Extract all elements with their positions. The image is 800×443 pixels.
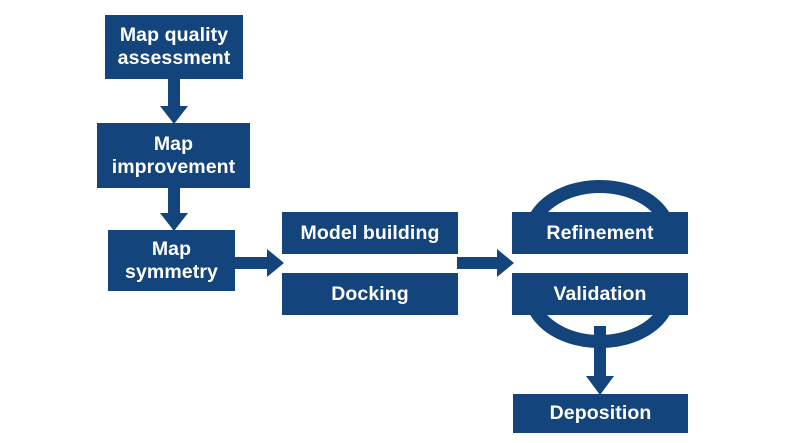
- node-map-quality-assessment[interactable]: Map quality assessment: [105, 15, 243, 79]
- node-refinement[interactable]: Refinement: [512, 212, 688, 254]
- node-validation-label: Validation: [553, 282, 647, 305]
- node-validation[interactable]: Validation: [512, 273, 688, 315]
- node-map-symmetry-line1: Map: [151, 237, 192, 260]
- arrow-validation-to-deposition: [586, 326, 614, 395]
- node-map-improvement-line2: improvement: [111, 155, 236, 178]
- node-map-quality-line1: Map quality: [119, 24, 229, 46]
- node-refinement-label: Refinement: [546, 221, 654, 244]
- node-map-symmetry-line2: symmetry: [125, 260, 218, 283]
- node-map-improvement-line1: Map: [153, 132, 194, 155]
- node-docking-label: Docking: [331, 282, 409, 305]
- arrow-model-building-to-refinement: [457, 249, 514, 277]
- node-model-building[interactable]: Model building: [282, 212, 458, 254]
- node-docking[interactable]: Docking: [282, 273, 458, 315]
- arrow-map-improvement-to-map-symmetry: [160, 187, 188, 231]
- node-map-symmetry[interactable]: Map symmetry: [108, 230, 235, 291]
- node-map-quality-line2: assessment: [117, 47, 231, 69]
- node-deposition-label: Deposition: [549, 402, 652, 424]
- arrow-map-symmetry-to-model-building: [233, 249, 284, 277]
- node-deposition[interactable]: Deposition: [513, 394, 688, 433]
- arrow-map-quality-to-map-improvement: [160, 78, 188, 124]
- node-map-improvement[interactable]: Map improvement: [97, 123, 250, 188]
- node-model-building-label: Model building: [300, 221, 440, 244]
